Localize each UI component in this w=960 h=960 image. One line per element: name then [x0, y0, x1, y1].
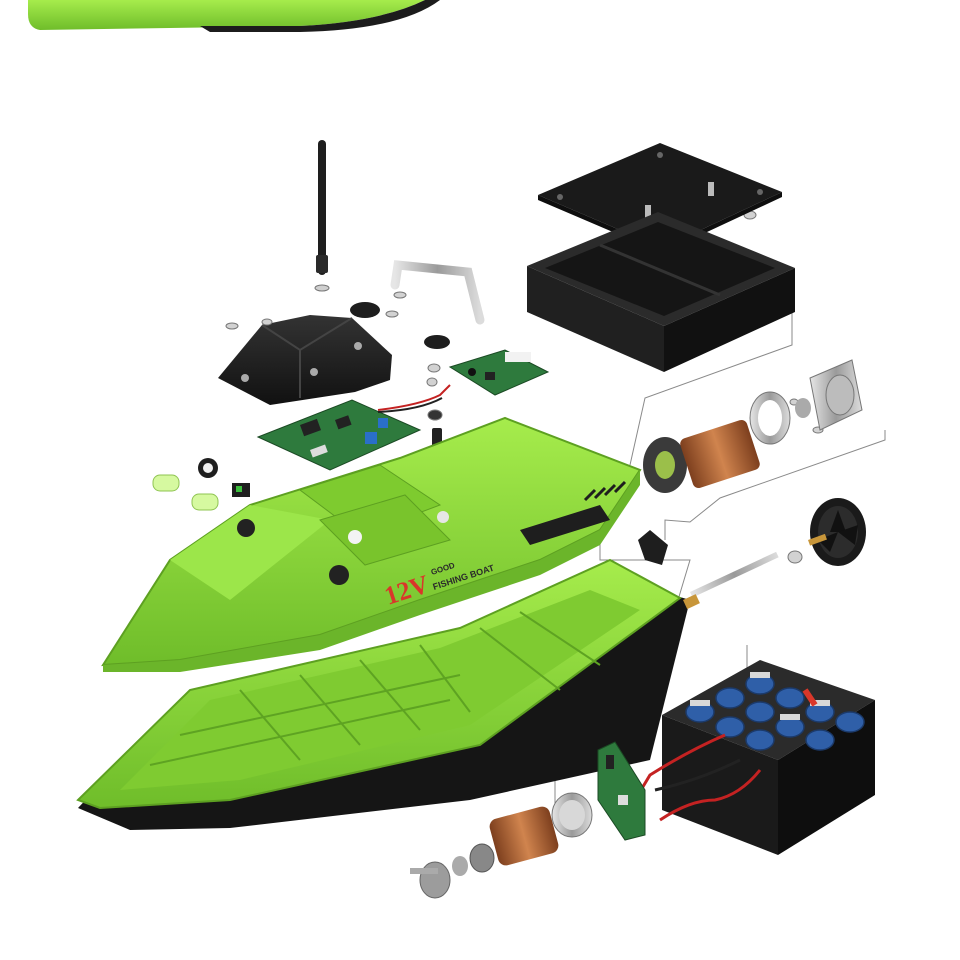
battery-box-icon — [527, 212, 795, 372]
lower-motor-icon — [410, 792, 593, 899]
motor-icon — [643, 359, 863, 493]
coupler-icon — [638, 530, 668, 565]
bait-hopper-icon: 12V GOOD FISHING BOAT — [101, 416, 642, 672]
antenna-icon — [314, 140, 330, 292]
esc-board-icon — [597, 741, 646, 841]
prop-shaft-icon — [683, 551, 779, 610]
rubber-pads — [350, 302, 450, 349]
propeller-icon — [808, 498, 866, 566]
receiver-pcb-icon — [448, 349, 550, 396]
led-lights-icon — [152, 458, 250, 511]
handle-bar-icon — [390, 260, 485, 325]
main-pcb-icon — [256, 384, 451, 471]
hatch-cover-icon — [218, 315, 392, 405]
battery-box-lid-icon — [538, 143, 782, 253]
top-boat-fragment — [28, 0, 440, 32]
battery-pack-icon — [633, 660, 875, 855]
hull-icon — [76, 558, 690, 830]
